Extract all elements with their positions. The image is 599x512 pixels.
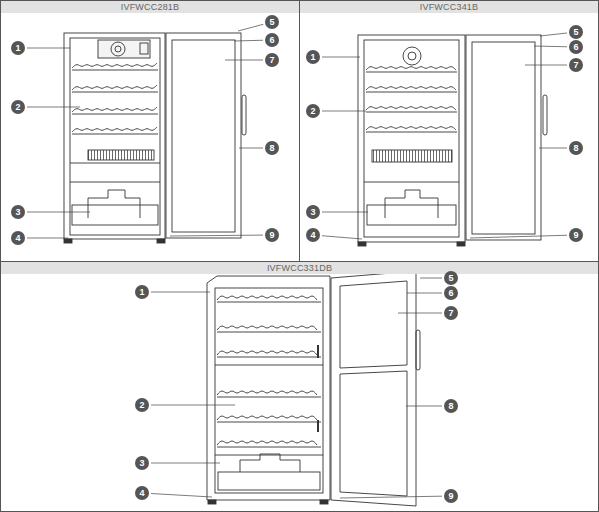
callout-circle: 8	[569, 141, 583, 155]
model-name: IVFWCC281B	[1, 1, 299, 13]
callout-circle: 3	[11, 205, 25, 219]
callout-circle: 9	[569, 228, 583, 242]
callout-number: 1	[15, 44, 20, 53]
callout-circle: 2	[11, 100, 25, 114]
callout-number: 8	[573, 144, 578, 153]
callout-circle: 4	[306, 228, 320, 242]
callout-circle: 3	[306, 205, 320, 219]
callout-number: 4	[139, 489, 144, 498]
callout-number: 4	[15, 234, 20, 243]
callout-circle: 4	[11, 231, 25, 245]
callout-circle: 5	[444, 271, 458, 285]
callout-circle: 6	[444, 286, 458, 300]
callout-number: 1	[139, 288, 144, 297]
callout-circle: 9	[444, 489, 458, 503]
model-name: IVFWCC341B	[300, 1, 598, 13]
callout-circle: 7	[569, 58, 583, 72]
callout-circle: 9	[265, 228, 279, 242]
callout-number: 7	[448, 309, 453, 318]
callout-circle: 6	[569, 40, 583, 54]
callout-number: 6	[448, 289, 453, 298]
callout-number: 9	[448, 492, 453, 501]
callout-number: 5	[269, 18, 274, 27]
callout-number: 3	[310, 208, 315, 217]
callout-circle: 1	[11, 41, 25, 55]
callout-number: 2	[139, 401, 144, 410]
callout-number: 4	[310, 231, 315, 240]
model-panel: IVFWCC341B 1 2 3 4 5 6 7 8 9	[299, 0, 599, 262]
callout-number: 9	[269, 231, 274, 240]
callout-number: 6	[269, 36, 274, 45]
callout-circle: 1	[306, 50, 320, 64]
callout-number: 2	[310, 107, 315, 116]
callout-circle: 5	[569, 25, 583, 39]
callout-circle: 7	[265, 53, 279, 67]
callout-circle: 6	[265, 33, 279, 47]
callout-number: 6	[573, 43, 578, 52]
model-name: IVFWCC331DB	[1, 262, 598, 274]
callout-number: 8	[269, 144, 274, 153]
callout-number: 2	[15, 103, 20, 112]
callout-circle: 3	[135, 456, 149, 470]
callout-circle: 2	[306, 104, 320, 118]
callout-circle: 8	[444, 399, 458, 413]
callout-number: 9	[573, 231, 578, 240]
callout-number: 7	[573, 61, 578, 70]
callout-number: 3	[139, 459, 144, 468]
callout-circle: 2	[135, 398, 149, 412]
callout-circle: 1	[135, 285, 149, 299]
callout-number: 5	[448, 274, 453, 283]
model-panel: IVFWCC331DB 1 2 3 4 5 6 7 8 9	[0, 261, 599, 512]
model-panel: IVFWCC281B 1 2 3 4 5 6 7 8 9	[0, 0, 300, 262]
callout-circle: 8	[265, 141, 279, 155]
callout-circle: 7	[444, 306, 458, 320]
callout-circle: 5	[265, 15, 279, 29]
callout-number: 1	[310, 53, 315, 62]
callout-number: 3	[15, 208, 20, 217]
callout-number: 7	[269, 56, 274, 65]
callout-circle: 4	[135, 486, 149, 500]
callout-number: 5	[573, 28, 578, 37]
callout-number: 8	[448, 402, 453, 411]
